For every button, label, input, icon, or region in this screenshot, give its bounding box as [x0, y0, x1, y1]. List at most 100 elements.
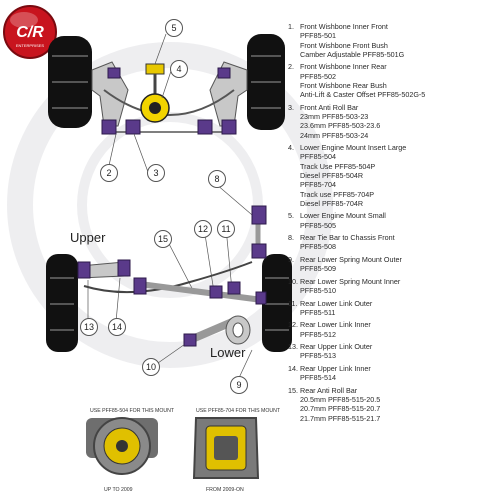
caption-right-bottom: FROM 2009-ON [206, 487, 244, 493]
rear-lower-link [139, 281, 263, 303]
legend-item-number: 2. [288, 62, 294, 72]
front-left-tyre [48, 36, 92, 128]
legend-item-number: 5. [288, 211, 294, 221]
legend-item-line: Front Wishbone Front Bush [300, 40, 388, 50]
legend-item-line: PFF85-508 [300, 242, 336, 252]
legend-item-line: PFF85-504 [300, 152, 336, 162]
legend-item-line: Rear Anti Roll Bar [300, 385, 358, 395]
legend-item-number: 1. [288, 22, 294, 31]
callout-5: 5 [165, 19, 183, 37]
front-anti-roll-bar [103, 89, 235, 116]
legend-item-line: Anti-Lift & Caster Offset PFF85-502G-5 [300, 90, 426, 100]
legend-item-line: 21.7mm PFF85-515-21.7 [300, 413, 381, 423]
legend-item-line: Front Anti Roll Bar [300, 102, 359, 112]
rear-bushes [77, 205, 267, 347]
leader-lines [87, 33, 259, 381]
legend-item-line: Rear Lower Link Outer [300, 298, 373, 308]
logo-subtext: ENTERPRISES [16, 43, 45, 48]
legend-item-line: Rear Tie Bar to Chassis Front [300, 233, 395, 243]
legend-item-line: PFF85-510 [300, 286, 336, 296]
front-bushes [101, 67, 237, 135]
legend-item-number: 13. [288, 342, 298, 352]
legend-item-line: Front Wishbone Rear Bush [300, 80, 387, 90]
rear-right-tyre [262, 254, 292, 352]
legend-item-number: 8. [288, 233, 294, 243]
rear-anti-roll-bar [83, 261, 253, 294]
legend-item-number: 11. [288, 298, 298, 308]
legend-item-line: Diesel PFF85-504R [300, 171, 364, 181]
legend-item-line: Track use PFF85-704P [300, 189, 375, 199]
legend-item-line: PFF85-505 [300, 220, 336, 230]
callout-11: 11 [217, 220, 235, 238]
callout-15: 15 [154, 230, 172, 248]
caption-left-top: USE PFF85-504 FOR THIS MOUNT [90, 408, 175, 414]
legend-item-line: Rear Lower Spring Mount Outer [300, 254, 402, 264]
legend-item-number: 9. [288, 254, 294, 264]
legend-item-line: PFF85-513 [300, 351, 336, 361]
caption-right-top: USE PFF85-704 FOR THIS MOUNT [196, 408, 281, 414]
legend-item-line: Rear Upper Link Inner [300, 363, 371, 373]
legend-item-number: 3. [288, 102, 294, 112]
legend-item-line: 24mm PFF85-503-24 [300, 130, 369, 140]
legend-item-number: 12. [288, 320, 298, 330]
front-right-tyre [247, 34, 285, 130]
legend-item-line: PFF85-509 [300, 264, 336, 274]
callout-4: 4 [170, 60, 188, 78]
label-upper: Upper [70, 230, 106, 245]
callout-14: 14 [108, 318, 126, 336]
legend-item-line: PFF85-501 [300, 31, 336, 41]
legend-item-line: Camber Adjustable PFF85-501G [300, 49, 405, 59]
callout-12: 12 [194, 220, 212, 238]
legend-item-number: 14. [288, 363, 298, 373]
legend-item-line: PFF85-514 [300, 373, 336, 383]
legend-item-number: 10. [288, 276, 298, 286]
legend-item-line: 20.5mm PFF85-515-20.5 [300, 394, 381, 404]
legend-item-line: Rear Upper Link Outer [300, 342, 373, 352]
mount-photo-from-2009 [192, 417, 260, 479]
engine-mount [140, 63, 170, 123]
legend-item-number: 15. [288, 385, 298, 395]
legend-item-line: Rear Lower Spring Mount Inner [300, 276, 401, 286]
legend-item-number: 4. [288, 143, 294, 153]
callout-2: 2 [100, 164, 118, 182]
legend-item-line: PFF85-704 [300, 180, 336, 190]
legend-item-line: Front Wishbone Inner Front [300, 22, 388, 31]
legend-item-line: PFF85-512 [300, 329, 336, 339]
legend-item-line: Track Use PFF85-504P [300, 161, 376, 171]
legend-item-line: PFF85-511 [300, 307, 336, 317]
callout-9: 9 [230, 376, 248, 394]
callout-10: 10 [142, 358, 160, 376]
label-lower: Lower [210, 345, 246, 360]
legend-item-line: 23.6mm PFF85-503-23.6 [300, 121, 381, 131]
callout-3: 3 [147, 164, 165, 182]
callout-13: 13 [80, 318, 98, 336]
legend-item-line: Lower Engine Mount Small [300, 211, 386, 221]
legend-item-line: PFF85-502 [300, 71, 336, 81]
legend-item-line: Front Wishbone Inner Rear [300, 62, 387, 72]
legend-item-line: 23mm PFF85-503-23 [300, 112, 369, 122]
callout-8: 8 [208, 170, 226, 188]
mount-photo-upto-2009 [86, 417, 158, 475]
legend-item-line: Diesel PFF85-704R [300, 198, 364, 208]
cr-logo: C/R ENTERPRISES [3, 5, 57, 59]
legend-item-line: Rear Lower Link Inner [300, 320, 371, 330]
rear-spring-seat [188, 315, 251, 345]
caption-left-bottom: UP TO 2009 [104, 487, 133, 493]
logo-text: C/R [16, 24, 44, 41]
legend-item-line: 20.7mm PFF85-515-20.7 [300, 404, 381, 414]
